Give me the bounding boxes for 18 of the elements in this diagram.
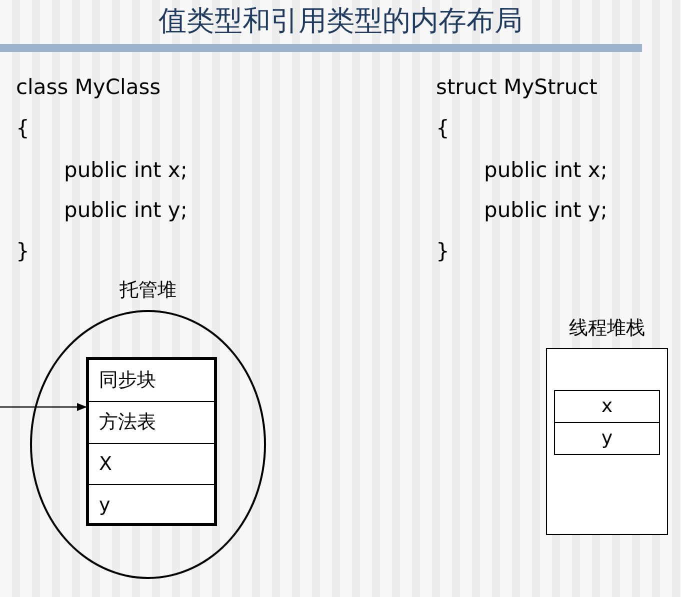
stack-slot: y	[554, 422, 660, 455]
object-table	[86, 357, 217, 526]
code-line: public int y;	[484, 197, 608, 224]
code-line: public int x;	[484, 157, 608, 184]
code-line: struct MyStruct	[436, 74, 598, 101]
heading-text: 线程堆栈	[568, 316, 646, 341]
code-line: {	[16, 115, 30, 142]
code-line: }	[436, 238, 450, 265]
stack-slot: x	[554, 390, 660, 423]
title: 值类型和引用类型的内存布局	[158, 3, 524, 39]
heading-text: 托管堆	[118, 278, 178, 303]
code-line: }	[16, 238, 30, 265]
code-line: class MyClass	[16, 74, 161, 101]
node-label: 同步块	[99, 369, 156, 391]
code-line: {	[436, 115, 450, 142]
code-line: public int y;	[64, 197, 188, 224]
code-line: public int x;	[64, 157, 188, 184]
arrow	[0, 403, 87, 411]
